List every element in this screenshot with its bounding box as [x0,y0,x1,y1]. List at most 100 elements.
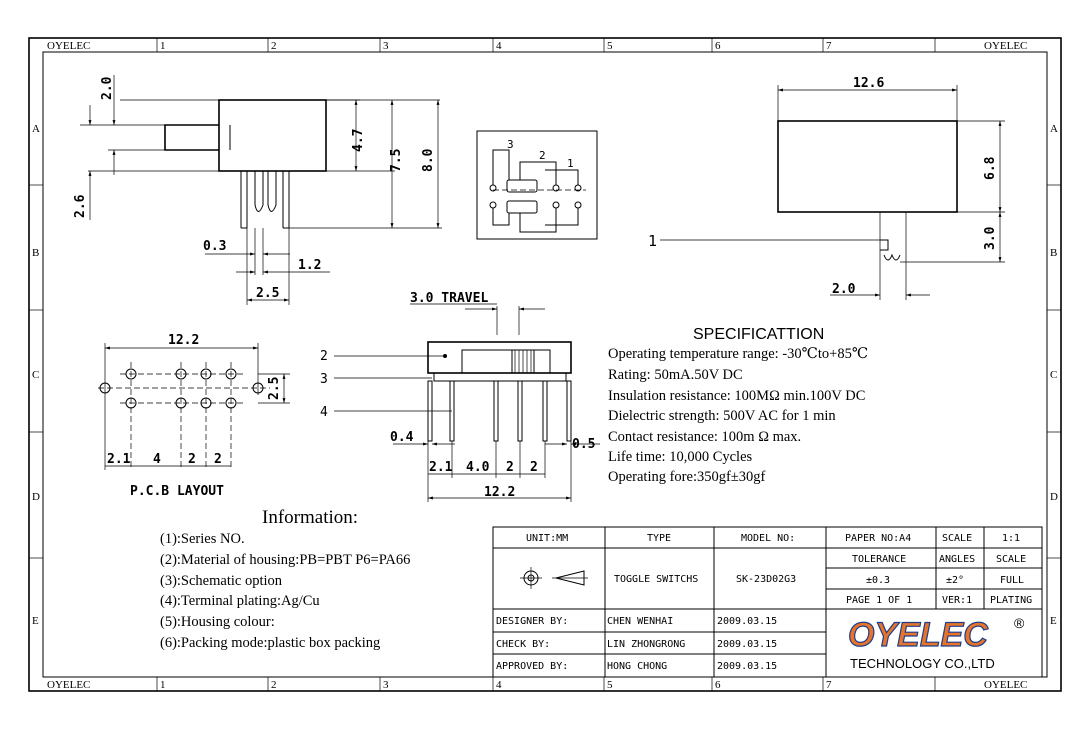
frame-corner-label: OYELEC [984,679,1027,691]
dim-front-2b: 2 [530,460,538,475]
column-label: 7 [826,679,832,691]
pcb-layout-view: 12.2 2.5 2.1 4 2 2 P.C.B LAYOUT [98,333,290,499]
title-block: UNIT:MM TYPE MODEL NO: PAPER NO:A4 SCALE… [492,526,1043,678]
top-view: 12.6 6.8 3.0 2.0 1 [648,76,1005,300]
schematic-view: 3 2 1 [476,130,598,240]
schematic-label-3: 3 [507,138,514,151]
column-label: 7 [826,40,832,52]
callout-4: 4 [320,405,328,420]
dim-side-7-5: 7.5 [389,149,404,172]
spec-line: Insulation resistance: 100MΩ min.100V DC [608,388,865,404]
dim-pcb-12-2: 12.2 [168,333,199,348]
spec-line: Dielectric strength: 500V AC for 1 min [608,408,836,424]
dim-front-4-0: 4.0 [466,460,490,475]
side-view: 2.0 4.7 7.5 8.0 2.6 0.3 1.2 2.5 [73,75,442,305]
tb-ver: VER:1 [942,595,972,606]
info-line: (1):Series NO. [160,531,245,547]
row-label: B [1050,247,1057,259]
tb-plating: PLATING [990,595,1032,606]
schematic-label-1: 1 [567,157,574,170]
tb-model-value: SK-23D02G3 [736,574,796,585]
tb-page: PAGE 1 OF 1 [846,595,912,606]
logo-registered-mark: ® [1014,615,1025,631]
dim-top-3-0: 3.0 [983,226,998,250]
info-line: (3):Schematic option [160,573,283,589]
logo-wordmark: OYELEC [848,616,988,654]
info-line: (2):Material of housing:PB=PBT P6=PA66 [160,552,410,568]
specification-block: SPECIFICATTION Operating temperature ran… [608,326,868,485]
company-name: TECHNOLOGY CO.,LTD [850,656,995,671]
tb-type-header: TYPE [647,533,671,544]
spec-line: Operating fore:350gf±30gf [608,469,766,485]
tb-check-label: CHECK BY: [496,639,550,650]
frame-corner-label: OYELEC [47,679,90,691]
spec-line: Life time: 10,000 Cycles [608,449,753,465]
dim-top-2-0: 2.0 [832,282,856,297]
column-label: 4 [496,679,502,691]
pcb-layout-title: P.C.B LAYOUT [130,484,224,499]
tb-scale-label2: SCALE [996,554,1026,565]
row-label: E [1050,615,1057,627]
tb-tolerance-value: ±0.3 [866,575,890,586]
information-title: Information: [262,507,358,528]
tb-designer-date: 2009.03.15 [717,616,777,627]
tb-full: FULL [1000,575,1024,586]
info-line: (4):Terminal plating:Ag/Cu [160,593,320,609]
pin-label-1: 1 [648,232,657,250]
tb-approved-date: 2009.03.15 [717,661,777,672]
column-label: 2 [271,679,277,691]
column-label: 1 [160,679,166,691]
column-label: 2 [271,40,277,52]
tb-approved-label: APPROVED BY: [496,661,568,672]
spec-line: Contact resistance: 100m Ω max. [608,429,801,445]
dim-travel: 3.0 TRAVEL [410,291,488,306]
spec-line: Rating: 50mA.50V DC [608,367,743,383]
dim-side-4-7: 4.7 [351,129,366,152]
dim-front-2-1: 2.1 [429,460,453,475]
dim-side-8-0: 8.0 [421,148,436,172]
schematic-label-2: 2 [539,149,546,162]
row-label: C [1050,369,1057,381]
dim-pcb-2-1: 2.1 [107,452,131,467]
row-label: C [32,369,39,381]
tb-checker: LIN ZHONGRONG [607,639,685,650]
column-label: 3 [383,40,389,52]
column-label: 6 [715,40,721,52]
dim-pcb-2b: 2 [214,452,222,467]
column-label: 4 [496,40,502,52]
tb-check-date: 2009.03.15 [717,639,777,650]
tb-designer: CHEN WENHAI [607,616,673,627]
tb-scale-value: 1:1 [1002,533,1020,544]
drawing-frame: OYELEC OYELEC OYELEC OYELEC 1 2 3 4 5 6 … [28,37,1062,692]
row-label: A [32,123,40,135]
row-label: D [1050,491,1058,503]
dim-side-0-3: 0.3 [203,239,226,254]
tb-type-value: TOGGLE SWITCHS [614,574,698,585]
info-line: (6):Packing mode:plastic box packing [160,635,380,651]
column-label: 3 [383,679,389,691]
row-label: E [32,615,39,627]
dim-front-12-2: 12.2 [484,485,515,500]
column-label: 5 [607,40,613,52]
row-label: D [32,491,40,503]
dim-pcb-4: 4 [153,452,161,467]
frame-corner-label: OYELEC [984,40,1027,52]
dim-side-1-2: 1.2 [298,258,321,273]
dim-front-0-5: 0.5 [572,437,595,452]
tb-tolerance-label: TOLERANCE [852,554,906,565]
row-label: A [1050,123,1058,135]
dim-side-2-5: 2.5 [256,286,279,301]
dim-pcb-2-5: 2.5 [267,377,282,400]
row-label: B [32,247,39,259]
specification-title: SPECIFICATTION [693,326,824,343]
dim-front-2a: 2 [506,460,514,475]
column-label: 5 [607,679,613,691]
tb-angles-label: ANGLES [939,554,975,565]
dim-side-2-0: 2.0 [100,76,115,100]
callout-2: 2 [320,349,328,364]
tb-angles-value: ±2° [946,575,964,586]
dim-front-0-4: 0.4 [390,430,414,445]
spec-line: Operating temperature range: -30℃to+85℃ [608,346,868,362]
dim-pcb-2a: 2 [188,452,196,467]
